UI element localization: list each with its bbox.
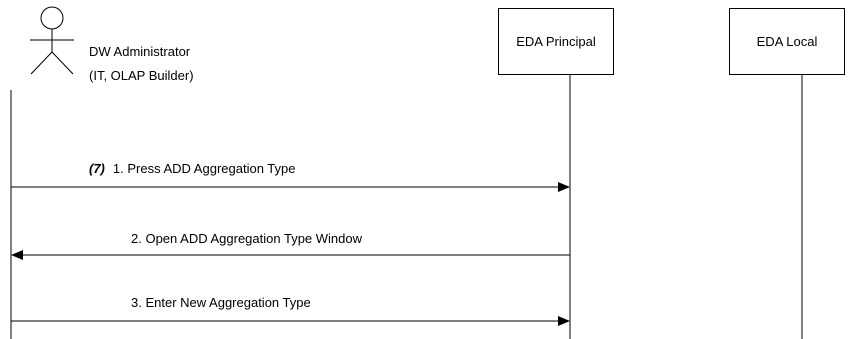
message-label-2: 2. Open ADD Aggregation Type Window (131, 231, 362, 247)
arrowhead-right-icon (558, 316, 570, 326)
message-label-3: 3. Enter New Aggregation Type (131, 295, 311, 311)
participant-label: EDA Principal (516, 34, 596, 49)
message-text: 2. Open ADD Aggregation Type Window (131, 231, 363, 246)
message-text: 1. Press ADD Aggregation Type (112, 161, 296, 176)
participant-eda-principal: EDA Principal (498, 8, 614, 75)
message-marker: (7) (89, 161, 105, 176)
arrowhead-right-icon (558, 182, 570, 192)
message-label-1: (7) 1. Press ADD Aggregation Type (89, 161, 295, 177)
message-text: 3. Enter New Aggregation Type (131, 295, 311, 310)
participant-label: EDA Local (756, 34, 818, 49)
arrowhead-left-icon (11, 250, 23, 260)
participant-eda-local: EDA Local (729, 8, 845, 75)
actor-role: (IT, OLAP Builder) (89, 68, 194, 83)
actor-icon (30, 6, 74, 75)
actor-name: DW Administrator (89, 44, 191, 59)
